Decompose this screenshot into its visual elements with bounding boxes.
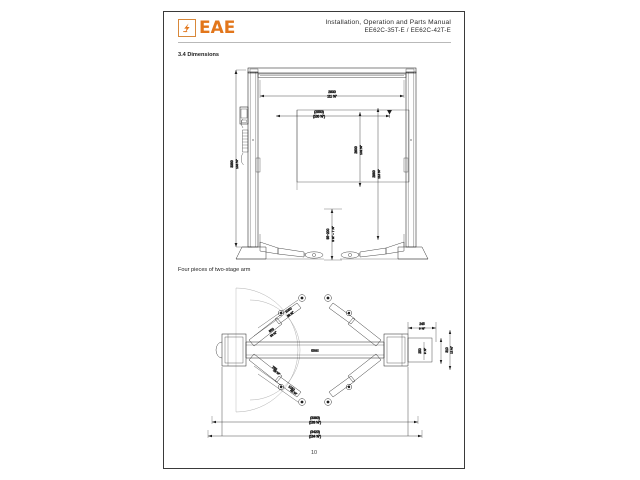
svg-text:(100 ⅜"): (100 ⅜")	[313, 115, 325, 119]
svg-text:113 ⅜": 113 ⅜"	[377, 169, 381, 178]
svg-text:(133 ⅛"): (133 ⅛")	[309, 421, 321, 425]
technical-drawings: 3390 133 ½" 2830 111 ⅜" (2550) (100 ⅜") …	[164, 12, 466, 470]
svg-text:250: 250	[418, 348, 422, 354]
elevation-dimension-labels: 3390 133 ½" 2830 111 ⅜" (2550) (100 ⅜") …	[230, 90, 382, 242]
arm-plan-view: EE62C	[207, 287, 454, 439]
svg-text:(134 ⅝"): (134 ⅝")	[309, 435, 321, 439]
svg-text:850: 850	[268, 327, 275, 333]
svg-text:2880: 2880	[372, 170, 376, 178]
svg-text:12 ¼": 12 ¼"	[450, 346, 454, 354]
svg-text:9 ⅞": 9 ⅞"	[423, 348, 427, 354]
svg-text:133 ½": 133 ½"	[235, 159, 239, 169]
svg-text:95~200: 95~200	[326, 228, 330, 239]
elevation-view: 3390 133 ½" 2830 111 ⅜" (2550) (100 ⅜") …	[230, 67, 429, 261]
svg-text:245: 245	[419, 322, 425, 326]
document-page: EAE Installation, Operation and Parts Ma…	[163, 11, 465, 469]
svg-text:2830: 2830	[328, 90, 336, 94]
svg-text:9 ⅝": 9 ⅝"	[419, 326, 425, 330]
svg-text:750: 750	[271, 365, 278, 371]
svg-text:45 ¼": 45 ¼"	[289, 388, 298, 396]
arm-dimension-labels: 850 33 ½" 1000 39 ⅜" 750 29 ½" 1150 45 ¼…	[268, 306, 454, 439]
svg-text:29 ½": 29 ½"	[272, 368, 281, 376]
svg-text:102 ⅜": 102 ⅜"	[359, 145, 363, 155]
header-title-block: Installation, Operation and Parts Manual…	[325, 19, 451, 34]
page-number: 10	[310, 450, 318, 456]
svg-text:EE62C: EE62C	[311, 350, 319, 353]
svg-text:310: 310	[445, 347, 449, 353]
svg-text:1000: 1000	[284, 306, 292, 313]
brand-name: EAE	[199, 17, 236, 38]
eae-mark-icon	[178, 19, 196, 37]
svg-text:2600: 2600	[354, 146, 358, 154]
svg-text:(2550): (2550)	[314, 110, 324, 114]
page-header: EAE Installation, Operation and Parts Ma…	[164, 12, 464, 50]
header-divider	[178, 42, 451, 43]
section-heading-dimensions: 3.4 Dimensions	[178, 52, 220, 58]
svg-text:3 ¾" ~ 7 ⅞": 3 ¾" ~ 7 ⅞"	[331, 226, 335, 242]
svg-text:(3420): (3420)	[310, 430, 320, 434]
svg-text:111 ⅜": 111 ⅜"	[327, 95, 337, 99]
model-numbers: EE62C-35T-E / EE62C-42T-E	[364, 27, 451, 34]
svg-text:3390: 3390	[230, 160, 234, 168]
svg-text:39 ⅜": 39 ⅜"	[286, 310, 295, 318]
manual-title: Installation, Operation and Parts Manual	[325, 19, 451, 26]
svg-text:1150: 1150	[288, 385, 296, 392]
svg-text:(3380): (3380)	[310, 416, 320, 420]
brand-logo: EAE	[178, 19, 235, 37]
section-heading-arms: Four pieces of two-stage arm	[178, 267, 251, 273]
svg-text:33 ½": 33 ½"	[269, 330, 278, 338]
